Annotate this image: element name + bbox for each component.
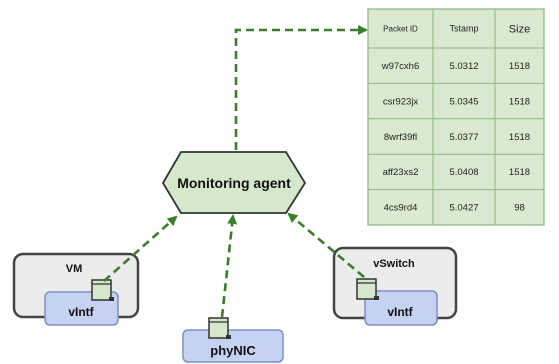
vm-to-agent-arrow: [103, 215, 178, 282]
phynic-to-agent-arrow: [220, 214, 238, 318]
table-cell: aff23xs2: [383, 167, 419, 178]
vm-vintf-label: vIntf: [68, 305, 94, 319]
vswitch-host: vSwitch vIntf: [332, 246, 458, 326]
table-cell: 5.0408: [449, 167, 478, 178]
table-cell: 1518: [509, 132, 530, 143]
table-header-cell: Size: [509, 23, 530, 35]
table-cell: 1518: [509, 167, 530, 178]
table-header-cell: Tstamp: [449, 24, 478, 34]
vswitch-to-agent-arrow: [287, 212, 365, 278]
vswitch-label: vSwitch: [373, 258, 415, 270]
vswitch-vintf-label: vIntf: [387, 305, 413, 319]
phynic-box: [182, 329, 284, 363]
agent-to-table-arrow: [234, 25, 368, 150]
capture-device-icon: [208, 317, 231, 339]
monitoring-agent-shape: [161, 151, 307, 214]
table-cell: 98: [514, 203, 525, 214]
monitoring-agent-node: Monitoring agent: [161, 151, 307, 214]
vm-label: VM: [66, 263, 83, 275]
table-cell: 8wrf39fl: [384, 132, 417, 143]
table-header-cell: Packet ID: [383, 24, 418, 33]
phynic-label: phyNIC: [210, 343, 256, 358]
table-cell: 1518: [509, 61, 530, 72]
vswitch-vintf-box: [364, 290, 438, 326]
table-cell: 5.0312: [449, 61, 478, 72]
table-cell: 5.0427: [449, 203, 478, 214]
vm-host: VM vIntf: [12, 252, 140, 326]
capture-device-icon: [356, 278, 379, 300]
table-cell: w97cxh6: [381, 61, 420, 72]
table-cell: csr923jx: [383, 96, 419, 107]
packet-table-background: [367, 8, 545, 226]
monitoring-agent-label: Monitoring agent: [177, 175, 291, 191]
table-cell: 5.0345: [449, 96, 478, 107]
table-cell: 4cs9rd4: [384, 203, 418, 214]
phynic-node: phyNIC: [182, 317, 284, 363]
packet-table: Packet ID Tstamp Size w97cxh6 5.0312 1518 csr9…: [367, 8, 545, 226]
table-cell: 5.0377: [449, 132, 478, 143]
table-cell: 1518: [509, 96, 530, 107]
capture-device-icon: [91, 279, 114, 301]
